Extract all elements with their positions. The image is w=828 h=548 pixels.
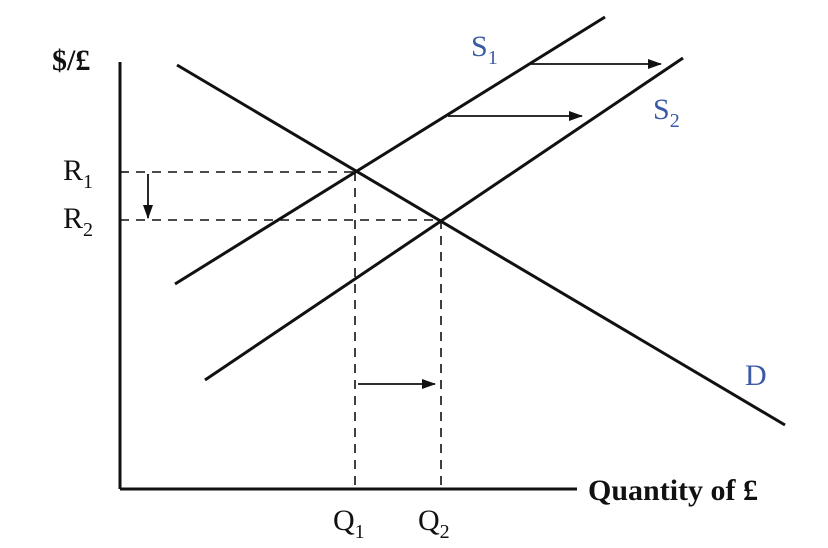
r2-label: R2 bbox=[63, 202, 93, 241]
q2-label: Q2 bbox=[418, 504, 450, 543]
supply-curve-s1 bbox=[174, 15, 606, 286]
supply-curve-s2 bbox=[204, 56, 684, 382]
s1-label: S1 bbox=[471, 30, 498, 69]
x-axis-label: Quantity of £ bbox=[588, 474, 758, 507]
q1-label: Q1 bbox=[333, 504, 365, 543]
demand-curve-d bbox=[176, 63, 786, 427]
r1-label: R1 bbox=[63, 154, 93, 193]
y-axis-label: $/£ bbox=[52, 44, 90, 77]
d-label: D bbox=[745, 359, 767, 392]
s2-label: S2 bbox=[653, 93, 680, 132]
